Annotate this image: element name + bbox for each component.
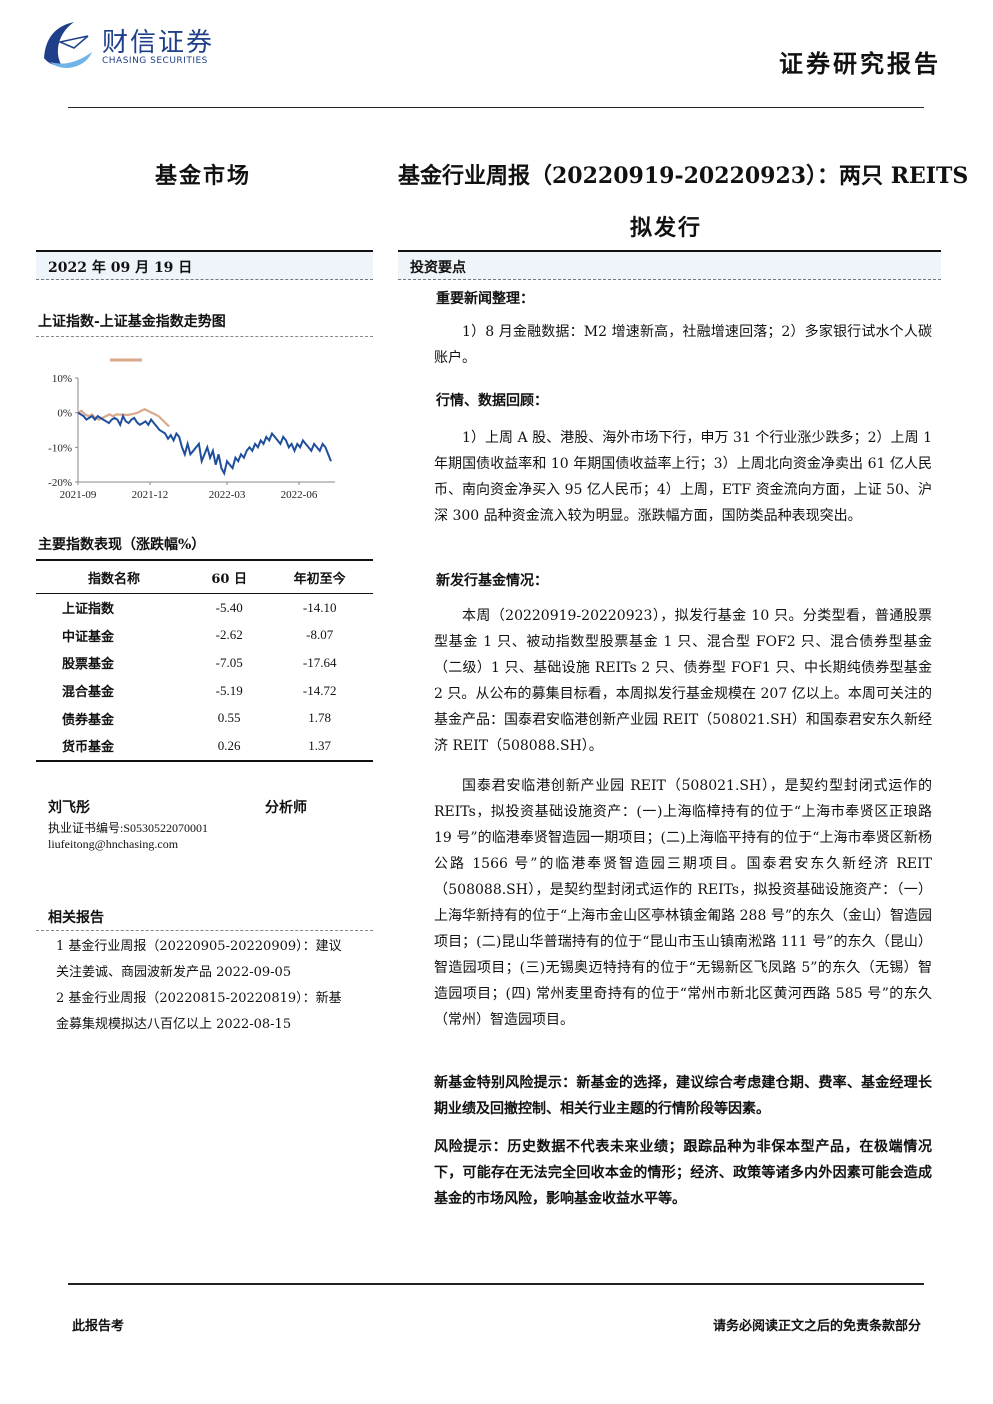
report-date: 2022 年 09 月 19 日 xyxy=(48,260,193,276)
index-performance-table: 指数名称 60 日 年初至今 上证指数 -5.40 -14.10 中证基金 -2… xyxy=(36,559,373,762)
table-row: 中证基金 -2.62 -8.07 xyxy=(36,622,373,650)
report-title-line2: 拟发行 xyxy=(630,215,703,241)
index-name: 中证基金 xyxy=(62,629,115,645)
index-60d: -2.62 xyxy=(215,627,243,643)
market-heading: 行情、数据回顾： xyxy=(436,393,548,409)
chart-heading-underline xyxy=(36,336,373,338)
chart-series-line-1 xyxy=(77,407,170,428)
logo-mark-icon xyxy=(44,22,92,68)
date-bar: 2022 年 09 月 19 日 xyxy=(36,250,373,280)
index-trend-chart: 10% 0% -10% -20%2021-09 2021-12 2022-03 2022-0… xyxy=(48,358,335,501)
related-report-2[interactable]: 2 基金行业周报（20220815-20220819）：新基金募集规模拟达八百亿… xyxy=(56,991,342,1032)
analyst-cert: 执业证书编号:S0530522070001 xyxy=(48,821,209,835)
table-heading: 主要指数表现（涨跌幅%） xyxy=(38,537,206,553)
report-title-line1: 基金行业周报（20220919-20220923）：两只 REITS xyxy=(398,163,969,189)
index-ytd: -8.07 xyxy=(306,627,334,643)
index-name: 混合基金 xyxy=(62,685,115,701)
table-row: 上证指数 -5.40 -14.10 xyxy=(36,594,373,622)
index-name: 货币基金 xyxy=(36,731,193,762)
news-heading: 重要新闻整理： xyxy=(436,291,534,307)
index-name: 上证指数 xyxy=(62,602,115,618)
new-funds-paragraph-2: 国泰君安临港创新产业园 REIT（508021.SH），是契约型封闭式运作的 R… xyxy=(434,778,932,1028)
invest-points-bar: 投资要点 xyxy=(398,250,941,280)
index-60d: 0.26 xyxy=(192,731,267,762)
related-heading: 相关报告 xyxy=(48,910,104,926)
index-name: 股票基金 xyxy=(62,657,115,673)
col-header-ytd: 年初至今 xyxy=(266,559,373,594)
col-header-name: 指数名称 xyxy=(36,559,193,594)
footer-left: 此报告考 xyxy=(72,1319,125,1334)
chart-y-tick-label: 10% xyxy=(52,373,72,385)
news-paragraph: 1）8 月金融数据：M2 增速新高，社融增速回落；2）多家银行试水个人碳账户。 xyxy=(434,324,932,366)
section-title: 基金市场 xyxy=(155,163,252,189)
chart-y-tick-label: -10% xyxy=(48,442,72,454)
company-logo: 财信证券 CHASING SECURITIES xyxy=(40,18,240,73)
report-type: 证券研究报告 xyxy=(779,49,941,78)
index-60d: -5.19 xyxy=(215,682,243,698)
index-ytd: 1.78 xyxy=(308,710,332,726)
index-ytd: 1.37 xyxy=(266,731,373,762)
table-row: 货币基金 0.26 1.37 xyxy=(36,731,373,762)
index-ytd: -17.64 xyxy=(302,654,337,670)
index-60d: -5.40 xyxy=(215,599,243,615)
header-divider xyxy=(68,107,924,108)
analyst-role: 分析师 xyxy=(265,800,307,816)
related-underline xyxy=(36,930,373,932)
new-fund-risk-note: 新基金特别风险提示：新基金的选择，建议综合考虑建仓期、费率、基金经理长期业绩及回… xyxy=(434,1075,932,1117)
invest-points-heading: 投资要点 xyxy=(410,260,466,276)
table-row: 债券基金 0.55 1.78 xyxy=(36,704,373,732)
chart-series-line-2 xyxy=(77,411,332,477)
new-funds-heading: 新发行基金情况： xyxy=(436,573,548,589)
chart-y-tick-label: -20% xyxy=(48,477,72,489)
chart-x-tick-label: 2022-03 xyxy=(209,489,246,501)
table-row: 股票基金 -7.05 -17.64 xyxy=(36,649,373,677)
chart-x-tick-label: 2022-06 xyxy=(281,489,318,501)
chart-x-tick-label: 2021-12 xyxy=(132,489,169,501)
risk-note: 风险提示：历史数据不代表未来业绩；跟踪品种为非保本型产品，在极端情况下，可能存在… xyxy=(434,1139,932,1207)
new-funds-paragraph-1: 本周（20220919-20220923），拟发行基金 10 只。分类型看，普通… xyxy=(434,608,932,754)
index-60d: 0.55 xyxy=(217,710,241,726)
table-row: 混合基金 -5.19 -14.72 xyxy=(36,677,373,705)
index-ytd: -14.10 xyxy=(302,599,337,615)
index-name: 债券基金 xyxy=(62,712,115,728)
col-header-60d: 60 日 xyxy=(192,559,267,594)
market-paragraph: 1）上周 A 股、港股、海外市场下行，申万 31 个行业涨少跌多；2）上周 1 … xyxy=(434,430,932,524)
logo-text-en: CHASING SECURITIES xyxy=(102,56,208,66)
footer-divider xyxy=(68,1283,924,1285)
chart-y-tick-label: 0% xyxy=(57,408,72,420)
index-ytd: -14.72 xyxy=(302,682,337,698)
related-report-1[interactable]: 1 基金行业周报（20220905-20220909）：建议关注姜诚、商园波新发… xyxy=(56,939,342,980)
chart-x-tick-label: 2021-09 xyxy=(60,489,97,501)
analyst-name: 刘飞彤 xyxy=(48,800,90,816)
index-60d: -7.05 xyxy=(215,654,243,670)
analyst-email[interactable]: liufeitong@hnchasing.com xyxy=(48,837,179,851)
footer-disclaimer: 请务必阅读正文之后的免责条款部分 xyxy=(712,1319,921,1334)
logo-text-cn: 财信证券 xyxy=(102,28,215,58)
chart-heading: 上证指数-上证基金指数走势图 xyxy=(38,314,226,330)
